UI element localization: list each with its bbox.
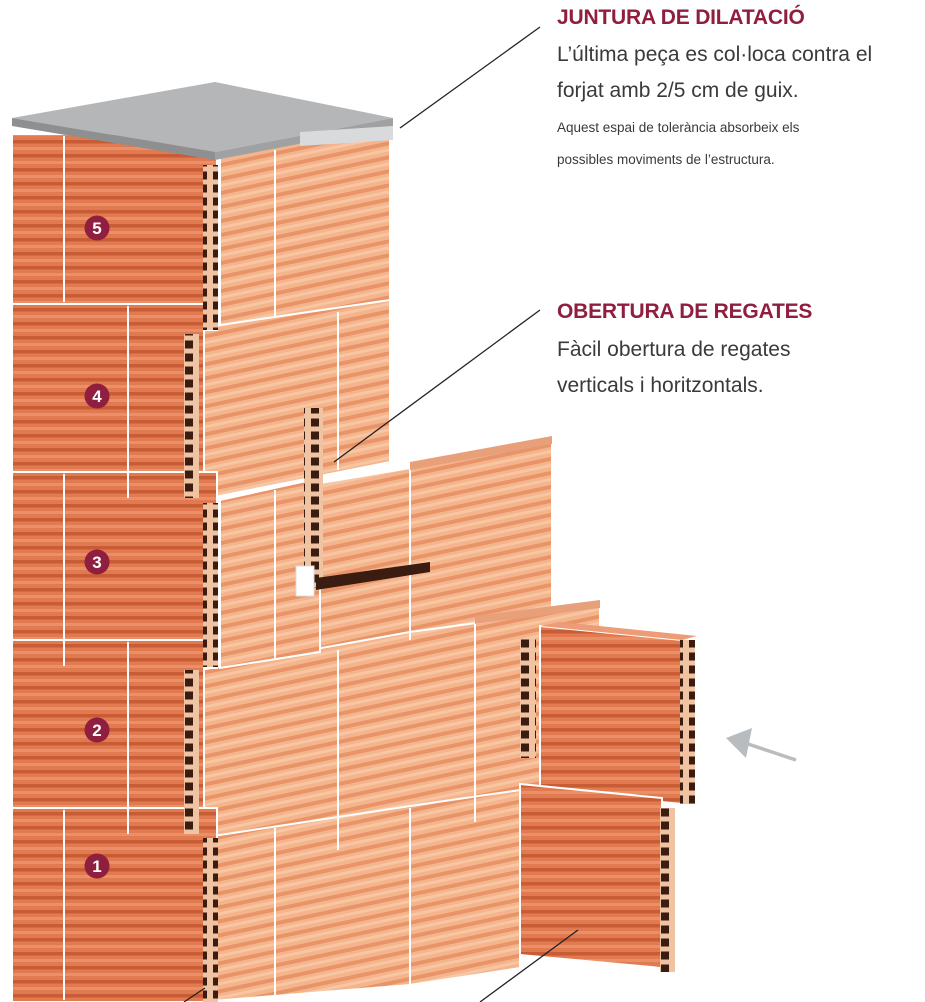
badge-1-label: 1 <box>92 857 101 876</box>
loose-brick <box>520 622 697 806</box>
callout-regates-title: OBERTURA DE REGATES <box>557 300 813 323</box>
callout-juntura-note2: possibles moviments de l’estructura. <box>557 152 775 167</box>
badge-3-label: 3 <box>92 553 101 572</box>
column-front <box>11 133 218 1002</box>
left-arrow-icon <box>726 728 797 762</box>
ceiling-slab <box>12 82 393 160</box>
badge-5-label: 5 <box>92 219 101 238</box>
corner-brick <box>519 782 675 972</box>
channel-vertical <box>295 408 323 597</box>
callout-regates-line2: verticals i horitzontals. <box>557 374 764 397</box>
callout-regates-line1: Fàcil obertura de regates <box>557 338 791 361</box>
badge-5: 5 <box>84 215 110 241</box>
leader-bottom-left <box>183 987 206 1002</box>
badge-1: 1 <box>84 853 110 879</box>
callout-regates: OBERTURA DE REGATES Fàcil obertura de re… <box>557 300 917 404</box>
callout-juntura-title: JUNTURA DE DILATACIÓ <box>557 6 805 29</box>
leader-bottom-right <box>479 929 579 1002</box>
callout-juntura-line1: L’última peça es col·loca contra el <box>557 43 873 66</box>
badge-2-label: 2 <box>92 721 101 740</box>
badge-4: 4 <box>84 383 110 409</box>
badge-2: 2 <box>84 717 110 743</box>
column-side <box>199 133 391 670</box>
channel-horizontal <box>316 562 430 590</box>
leader-juntura <box>399 26 541 129</box>
leader-lines <box>183 26 579 1002</box>
callout-juntura-line2: forjat amb 2/5 cm de guix. <box>557 79 799 102</box>
badge-3: 3 <box>84 549 110 575</box>
leader-regates <box>333 309 541 463</box>
badge-4-label: 4 <box>92 387 102 406</box>
callout-juntura-note1: Aquest espai de tolerància absorbeix els <box>557 120 800 135</box>
callout-juntura: JUNTURA DE DILATACIÓ L’última peça es co… <box>557 6 917 173</box>
